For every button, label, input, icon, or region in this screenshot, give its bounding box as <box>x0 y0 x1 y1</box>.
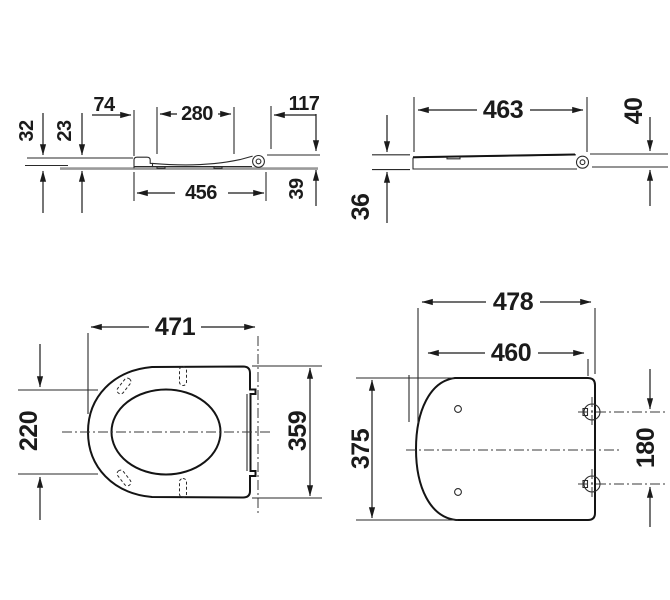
dim-463-label: 463 <box>483 96 523 124</box>
lid-hole-bottom <box>454 488 462 496</box>
dim-117-label: 117 <box>289 93 320 115</box>
lid-profile-notch <box>446 156 461 160</box>
seat-profile-body <box>152 155 253 168</box>
seat-side-reference-lines <box>25 154 320 167</box>
seat-side-profile-view: 74 280 117 32 23 456 39 <box>16 93 320 213</box>
dim-471-label: 471 <box>155 313 196 341</box>
seat-top-view: 471 220 359 <box>15 313 322 520</box>
dim-460-label: 460 <box>491 339 531 367</box>
lid-hinge-outer-circle <box>575 155 590 169</box>
lid-side-profile-view: 463 40 36 <box>347 96 668 223</box>
lid-hinge-notches <box>582 407 589 489</box>
seat-side-extension-lines <box>133 106 272 201</box>
seat-hinge-outer-circle <box>252 154 265 168</box>
dim-456-label: 456 <box>185 182 217 204</box>
seat-bumper-slot-bottom-right <box>179 478 187 498</box>
seat-top-extension-lines <box>18 333 322 499</box>
seat-top-outline <box>86 365 257 499</box>
dim-40-label: 40 <box>620 98 648 125</box>
lid-side-reference-lines <box>372 153 668 171</box>
dim-32-label: 32 <box>16 120 38 142</box>
dim-220-label: 220 <box>15 411 43 451</box>
dim-74-label: 74 <box>93 94 116 116</box>
dim-359-label: 359 <box>284 411 312 451</box>
lid-hinge-reference-lines <box>578 411 666 485</box>
lid-top-view: 478 460 375 180 <box>347 288 666 527</box>
dim-478-label: 478 <box>493 288 534 316</box>
dim-280-label: 280 <box>181 103 213 125</box>
seat-profile-front-lip <box>133 156 154 169</box>
lid-top-extension-lines <box>356 308 596 521</box>
seat-bumper-slot-top-right <box>179 366 187 386</box>
seat-bumper-slot-top-left <box>116 377 132 395</box>
seat-profile-bumper-feet <box>156 166 223 169</box>
dim-180-label: 180 <box>632 428 660 468</box>
lid-hole-top <box>454 405 462 413</box>
seat-hinge-inner-circle <box>255 158 262 165</box>
lid-profile-top-edge <box>412 153 576 159</box>
lid-hinge-inner-circle <box>579 159 586 166</box>
lid-side-extension-lines <box>413 97 588 152</box>
dim-375-label: 375 <box>347 428 375 469</box>
dim-36-label: 36 <box>347 194 375 221</box>
seat-bumper-slot-bottom-left <box>116 469 132 487</box>
dim-23-label: 23 <box>54 120 76 142</box>
dim-39-label: 39 <box>286 178 308 200</box>
